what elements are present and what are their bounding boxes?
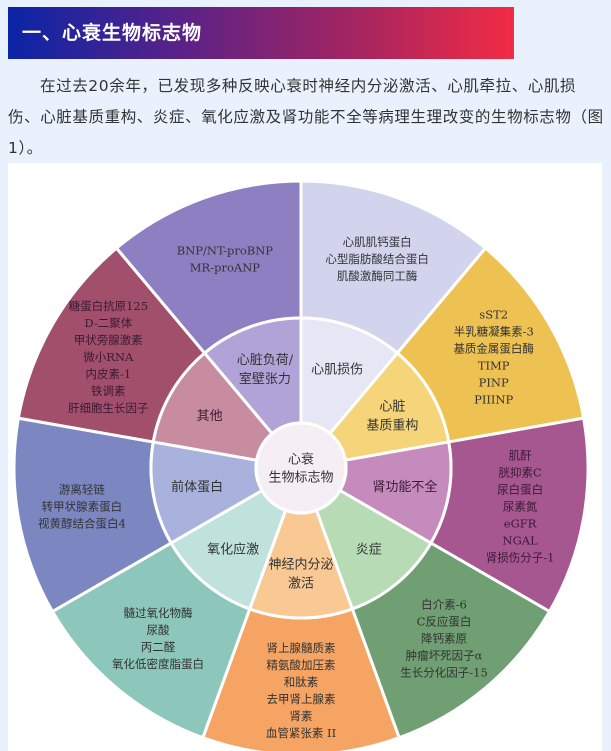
category-label: 心肌损伤	[311, 362, 363, 377]
marker-list: 心肌肌钙蛋白心型脂肪酸结合蛋白肌酸激酶同工酶	[325, 235, 429, 283]
center-label: 心衰生物标志物	[268, 452, 333, 486]
center-circle	[254, 421, 348, 515]
category-label: 前体蛋白	[171, 479, 223, 495]
marker-list-line: 肾素	[290, 709, 313, 723]
marker-list-line: 髓过氧化物酶	[123, 606, 192, 620]
marker-list-line: 基质金属蛋白酶	[453, 341, 534, 355]
marker-list-line: MR-proANP	[190, 260, 260, 274]
marker-list-line: 精氨酸加压素	[267, 658, 336, 672]
category-label: 心脏负荷/室壁张力	[237, 353, 294, 387]
marker-list-line: 和肽素	[284, 675, 319, 689]
marker-list: sST2 半乳糖凝集素-3 基质金属蛋白酶 TIMP PINP PIIINP	[453, 307, 534, 406]
marker-list-line: 肾上腺髓质素	[267, 641, 336, 655]
marker-list-line: 胱抑素C	[498, 466, 541, 480]
marker-list-line: 半乳糖凝集素-3	[454, 324, 534, 338]
section-title: 一、心衰生物标志物	[22, 22, 203, 44]
marker-list-line: 铁调素	[91, 384, 126, 398]
marker-list-line: 糖蛋白抗原125	[69, 299, 148, 313]
category-label-line: 炎症	[356, 542, 382, 557]
category-label: 炎症	[356, 542, 382, 557]
marker-list: 游离轻链转甲状腺素蛋白视黄醇结合蛋白4	[38, 483, 126, 531]
marker-list-line: TIMP	[478, 358, 510, 372]
marker-list-line: 尿素氮	[503, 500, 538, 514]
marker-list-line: 内皮素-1	[85, 367, 131, 381]
marker-list-line: 转甲状腺素蛋白	[42, 500, 123, 514]
marker-list: BNP/NT-proBNP MR-proANP	[177, 243, 274, 274]
marker-list-line: eGFR	[504, 517, 537, 531]
marker-list-line: 肌酐	[509, 449, 532, 463]
marker-list-line: BNP/NT-proBNP	[177, 243, 274, 257]
marker-list-line: 视黄醇结合蛋白4	[38, 517, 126, 531]
category-label-line: 其他	[197, 409, 223, 424]
marker-list-line: 降钙素原	[421, 631, 467, 645]
category-label-line: 激活	[288, 577, 314, 592]
marker-list-line: 尿白蛋白	[497, 483, 543, 497]
marker-list-line: 氧化低密度脂蛋白	[112, 657, 204, 671]
category-label-line: 室壁张力	[239, 371, 291, 387]
marker-list: 肾上腺髓质素精氨酸加压素和肽素去甲肾上腺素肾素血管紧张素 II	[266, 641, 336, 740]
biomarker-wheel-figure: 心肌损伤 心肌肌钙蛋白心型脂肪酸结合蛋白肌酸激酶同工酶心脏基质重构 sST2 半乳糖凝…	[8, 163, 602, 751]
category-label-line: 心脏负荷/	[237, 353, 294, 368]
marker-list-line: C反应蛋白	[417, 614, 472, 628]
marker-list-line: 白介素-6	[421, 597, 467, 611]
category-label-line: 心肌损伤	[311, 362, 363, 377]
category-label: 其他	[197, 409, 223, 424]
marker-list-line: 丙二醛	[141, 640, 176, 654]
category-label-line: 心脏	[379, 399, 405, 414]
category-label-line: 神经内分泌	[268, 557, 333, 573]
marker-list-line: 心肌肌钙蛋白	[343, 235, 412, 249]
marker-list-line: 尿酸	[146, 623, 169, 637]
category-label: 肾功能不全	[372, 479, 437, 495]
marker-list-line: D-二聚体	[84, 316, 132, 330]
marker-list-line: PINP	[479, 375, 509, 389]
marker-list-line: 去甲肾上腺素	[267, 692, 336, 706]
category-label-line: 前体蛋白	[171, 479, 223, 495]
marker-list: 髓过氧化物酶尿酸丙二醛氧化低密度脂蛋白	[112, 606, 204, 671]
category-label: 神经内分泌激活	[268, 557, 333, 592]
marker-list-line: 肾损伤分子-1	[486, 551, 555, 565]
marker-list-line: 血管紧张素 II	[266, 726, 336, 740]
marker-list-line: 肿瘤坏死因子α	[406, 648, 483, 662]
category-label-line: 基质重构	[366, 417, 418, 433]
center-label-line: 生物标志物	[268, 471, 333, 486]
category-label: 氧化应激	[207, 541, 259, 557]
center-label-line: 心衰	[288, 452, 314, 468]
marker-list-line: sST2	[479, 307, 508, 321]
marker-list-line: PIIINP	[474, 392, 513, 406]
marker-list-line: 心型脂肪酸结合蛋白	[325, 252, 429, 266]
marker-list-line: 甲状旁腺激素	[74, 333, 143, 347]
category-label: 心脏基质重构	[366, 399, 418, 433]
marker-list-line: 微小RNA	[83, 350, 134, 364]
marker-list-line: 肝细胞生长因子	[68, 401, 149, 415]
section-header: 一、心衰生物标志物	[8, 7, 514, 59]
category-label-line: 氧化应激	[207, 541, 259, 557]
marker-list-line: 游离轻链	[59, 483, 105, 497]
marker-list-line: 生长分化因子-15	[400, 665, 488, 679]
category-label-line: 肾功能不全	[372, 479, 437, 495]
marker-list-line: NGAL	[503, 534, 539, 548]
intro-paragraph: 在过去20余年，已发现多种反映心衰时神经内分泌激活、心肌牵拉、心肌损伤、心脏基质…	[8, 77, 604, 157]
marker-list: 肌酐胱抑素C 尿白蛋白尿素氮 eGFR NGAL 肾损伤分子-1	[486, 449, 555, 565]
marker-list-line: 肌酸激酶同工酶	[337, 269, 418, 283]
